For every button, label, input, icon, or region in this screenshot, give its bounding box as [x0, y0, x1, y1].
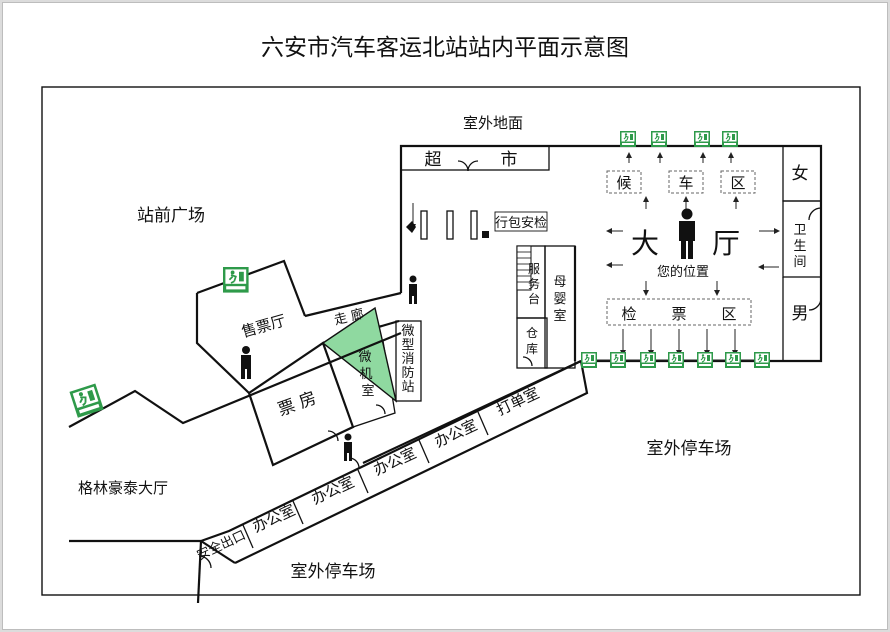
office-label-4: 办公室 — [250, 501, 298, 536]
waiting-zone-box-3 — [720, 170, 756, 194]
luggage-check-box — [494, 211, 548, 232]
waiting-zone-label-1: 候 — [616, 174, 631, 192]
male-restroom-label: 男 — [792, 304, 809, 324]
ticket-office-label: 票 房 — [275, 388, 319, 420]
waiting-zone-label-3: 区 — [730, 174, 745, 192]
mother-baby-label-1: 母 — [553, 275, 566, 290]
you-are-here-label: 您的位置 — [657, 264, 709, 280]
check-zone-label-2: 票 — [671, 305, 686, 323]
check-zone-box — [606, 298, 752, 326]
restroom-label-1: 卫 — [793, 223, 806, 238]
fire-station-area — [321, 306, 398, 403]
ticket-hall-label: 售票厅 — [240, 311, 288, 341]
fire-station-label-1: 微 — [401, 324, 414, 339]
check-zone-label-1: 检 — [621, 305, 636, 323]
micro-room-label-3: 室 — [361, 383, 374, 399]
micro-room-label-2: 机 — [359, 367, 372, 382]
female-restroom-label: 女 — [792, 164, 809, 184]
mother-baby-label-2: 婴 — [553, 292, 566, 307]
greenland-hall-label: 格林豪泰大厅 — [78, 479, 168, 497]
fire-marker-icon — [406, 221, 416, 233]
warehouse-label-2: 库 — [526, 341, 538, 356]
service-desk-label-2: 务 — [528, 276, 540, 291]
mother-baby-label-3: 室 — [553, 308, 566, 324]
outdoor-parking-right-label: 室外停车场 — [647, 439, 732, 459]
supermarket-label-1: 超 — [425, 150, 442, 170]
office-label-3: 办公室 — [309, 473, 357, 508]
plan-frame — [41, 86, 861, 596]
check-zone-label-3: 区 — [721, 305, 736, 323]
fire-station-label-2: 型 — [401, 338, 414, 353]
restroom-label-2: 生 — [793, 239, 806, 254]
person-icon — [409, 275, 417, 304]
plan-title: 六安市汽车客运北站站内平面示意图 — [261, 35, 629, 61]
waiting-zone-box-1 — [606, 170, 642, 194]
warehouse-label-1: 仓 — [526, 326, 538, 340]
print-room-label: 打单室 — [494, 384, 542, 419]
corridor-label: 走 廊 — [332, 306, 365, 329]
fire-station-label-5: 站 — [401, 380, 414, 395]
person-icon — [344, 433, 352, 461]
waiting-zone-label-2: 车 — [678, 174, 693, 192]
building-walls — [68, 144, 823, 604]
outdoor-ground-label: 室外地面 — [463, 114, 523, 132]
service-desk-label-1: 服 — [528, 262, 540, 276]
hall-label-1: 大 — [631, 227, 659, 260]
station-square-label: 站前广场 — [137, 206, 205, 226]
supermarket-label-2: 市 — [501, 150, 518, 170]
hall-label-2: 厅 — [712, 227, 740, 260]
luggage-check-label: 行包安检 — [495, 216, 547, 231]
outdoor-parking-bottom-label: 室外停车场 — [291, 562, 376, 582]
service-desk-label-3: 台 — [528, 291, 540, 306]
waiting-zone-box-2 — [668, 170, 704, 194]
person-icon — [241, 346, 251, 379]
floor-plan-diagram: 六安市汽车客运北站站内平面示意图 — [41, 35, 861, 604]
micro-room-label-1: 微 — [358, 350, 371, 365]
fire-station-label-3: 消 — [401, 352, 414, 367]
restroom-label-3: 间 — [793, 255, 806, 270]
fire-station-label-4: 防 — [401, 365, 414, 381]
person-icon — [679, 208, 695, 259]
